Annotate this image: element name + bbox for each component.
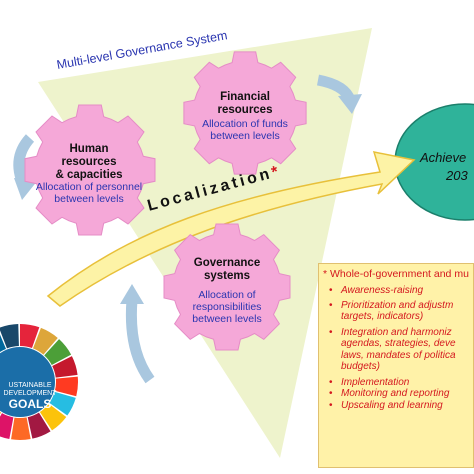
governance-subtitle-line2: responsibilities	[192, 301, 262, 313]
sdg-wheel-segment	[54, 376, 78, 397]
sdg-wheel-segment	[0, 334, 6, 353]
human-title-line1: Human	[69, 143, 109, 155]
localization-arrow	[46, 151, 416, 307]
whole-of-government-item: Upscaling and learning	[329, 400, 456, 412]
sdg-wheel-center	[0, 347, 55, 417]
human-subtitle-line2: between levels	[54, 193, 124, 205]
cycle-arrow-bottom	[125, 299, 155, 384]
sdg-label-line1: USTAINABLE	[8, 382, 52, 389]
human-gear-subtitle: Allocation of personnel between levels	[33, 181, 145, 205]
whole-of-government-item: laws, mandates of politica	[341, 349, 456, 361]
whole-of-government-item: Awareness-raising	[329, 285, 456, 297]
whole-of-government-item: Prioritization and adjustm	[329, 300, 456, 312]
whole-of-government-box: * Whole-of-government and mu Awareness-r…	[318, 263, 474, 468]
gear-human-resources	[24, 104, 156, 236]
financial-subtitle-line2: between levels	[210, 130, 280, 142]
whole-of-government-item: Implementation	[329, 377, 456, 389]
sdg-wheel-segment	[44, 339, 72, 365]
gear-shape	[163, 223, 291, 351]
sdg-wheel-segment	[33, 327, 58, 355]
financial-subtitle-line1: Allocation of funds	[202, 118, 288, 130]
whole-of-government-item: Monitoring and reporting	[329, 388, 456, 400]
sdg-wheel-segment	[0, 324, 19, 349]
whole-of-government-item: targets, indicators)	[341, 311, 424, 322]
human-subtitle-line1: Allocation of personnel	[35, 181, 143, 193]
sdg-wheel-segment	[0, 411, 2, 415]
governance-subtitle-line1: Allocation of	[198, 289, 256, 301]
governance-title-line1: Governance	[193, 257, 261, 269]
governance-title-line2: systems	[203, 270, 251, 282]
sdg-label: USTAINABLE DEVELOPMENT GOALS	[0, 382, 60, 410]
cycle-arrow-top-head	[338, 94, 362, 114]
human-title-line3: & capacities	[55, 169, 123, 181]
sdg-wheel-segment	[0, 413, 14, 440]
human-gear-title: Human resources & capacities	[45, 143, 133, 182]
cycle-arrow-bottom-head	[120, 284, 144, 304]
governance-gear-title: Governance systems	[182, 257, 272, 283]
governance-subtitle-line3: between levels	[192, 313, 262, 325]
sdg-wheel-logo	[0, 324, 78, 440]
financial-gear-title: Financial resources	[200, 91, 290, 117]
gear-governance-systems	[163, 223, 291, 351]
sdg-wheel-segment	[39, 403, 67, 431]
gear-shape	[24, 104, 156, 236]
achieve-label: Achieve	[420, 150, 467, 165]
whole-of-government-item: agendas, strategies, deve	[341, 338, 456, 349]
human-title-line2: resources	[61, 156, 117, 168]
sdg-wheel-segment	[49, 391, 76, 416]
sdg-wheel-segment	[27, 412, 51, 439]
whole-of-government-item: Integration and harmoniz	[329, 327, 456, 339]
financial-title-line1: Financial	[220, 91, 270, 103]
achieve-year-label: 203	[446, 168, 468, 183]
whole-of-government-list: Awareness-raisingPrioritization and adju…	[329, 285, 456, 411]
sdg-wheel-segment	[52, 356, 78, 378]
governance-gear-subtitle: Allocation of responsibilities between l…	[172, 289, 282, 325]
whole-of-government-item: budgets)	[341, 361, 380, 372]
sdg-wheel-segment	[20, 324, 40, 349]
financial-title-line2: resources	[217, 104, 273, 116]
gear-shape	[183, 51, 307, 175]
sdg-label-line3: GOALS	[8, 397, 52, 411]
sdg-label-line2: DEVELOPMENT	[3, 390, 57, 397]
financial-gear-subtitle: Allocation of funds between levels	[190, 118, 300, 142]
cycle-arrow-left-head	[14, 178, 38, 200]
sdg-wheel-segment	[11, 417, 31, 440]
whole-of-government-header: * Whole-of-government and mu	[323, 268, 469, 280]
gear-financial-resources	[183, 51, 307, 175]
